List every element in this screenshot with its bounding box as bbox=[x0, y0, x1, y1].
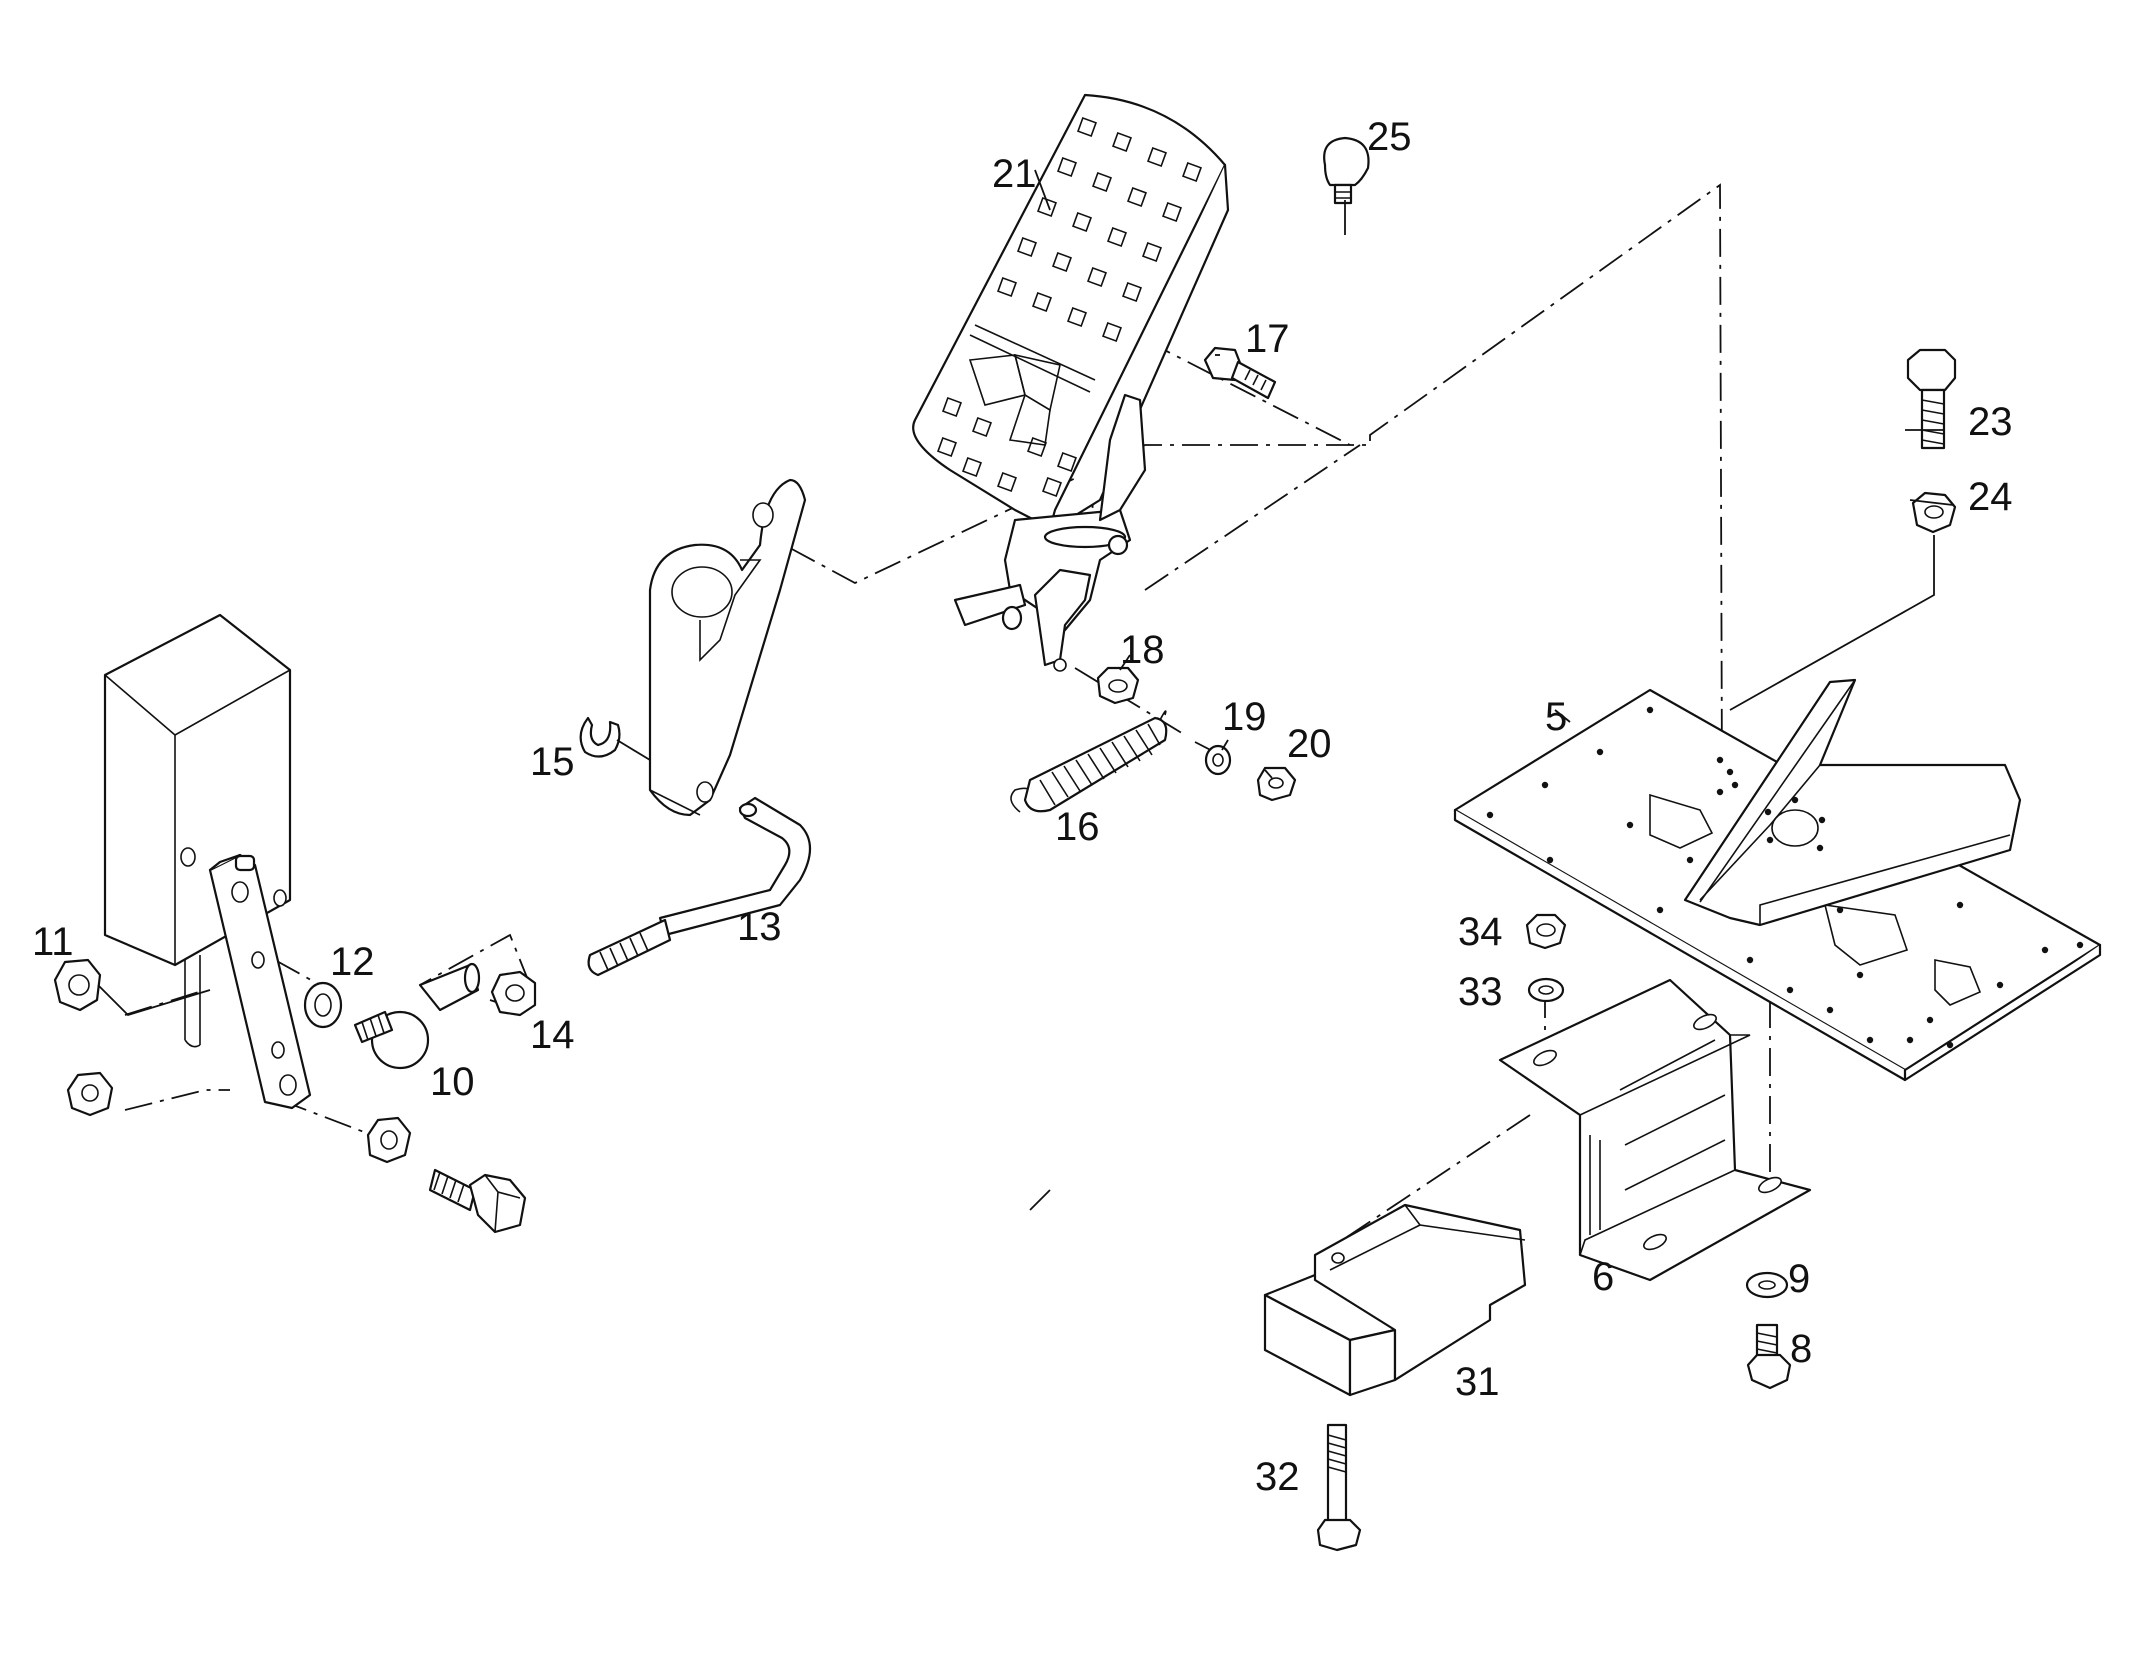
callout-13: 13 bbox=[737, 905, 782, 949]
callout-5: 5 bbox=[1545, 695, 1567, 739]
clip-part-15 bbox=[579, 716, 651, 761]
callout-12: 12 bbox=[330, 940, 375, 984]
washer-part-9 bbox=[1745, 1271, 1789, 1299]
pedal-tread-pattern bbox=[937, 117, 1202, 497]
nut-part-24 bbox=[1911, 491, 1957, 534]
bushing-part-12 bbox=[303, 981, 343, 1029]
callout-labels: 5 6 8 9 10 11 12 13 14 15 16 17 18 19 20… bbox=[32, 115, 2013, 1499]
bolt-part-32 bbox=[1316, 1423, 1362, 1552]
lever-arm bbox=[648, 478, 807, 817]
callout-19: 19 bbox=[1222, 695, 1267, 739]
bolt-part-23 bbox=[1906, 348, 1957, 450]
washer-part-33 bbox=[1527, 977, 1565, 1003]
pedal-part-21 bbox=[912, 93, 1230, 672]
bolt-lower-center bbox=[428, 1168, 527, 1234]
callout-33: 33 bbox=[1458, 970, 1503, 1014]
washer-part-19 bbox=[1204, 744, 1232, 776]
spring-part-16 bbox=[1010, 710, 1168, 813]
callout-8: 8 bbox=[1790, 1327, 1812, 1371]
nut-part-20 bbox=[1256, 766, 1297, 802]
linkage-plate bbox=[208, 853, 312, 1110]
callout-23: 23 bbox=[1968, 400, 2013, 444]
bolt-part-17 bbox=[1203, 346, 1277, 400]
nut-part-34 bbox=[1525, 913, 1567, 950]
callout-leaders bbox=[1029, 169, 1954, 1211]
nut-part-18 bbox=[1096, 666, 1140, 705]
callout-15: 15 bbox=[530, 740, 575, 784]
callout-10: 10 bbox=[430, 1060, 475, 1104]
callout-18: 18 bbox=[1120, 628, 1165, 672]
nut-part-14 bbox=[490, 970, 537, 1017]
bumper-part-25 bbox=[1323, 136, 1370, 205]
bracket-part-6 bbox=[1498, 978, 1812, 1282]
leader-23-24 bbox=[1729, 535, 1935, 711]
callout-11: 11 bbox=[32, 920, 74, 964]
rod-part-13 bbox=[587, 796, 811, 977]
callout-31: 31 bbox=[1455, 1360, 1500, 1404]
pedal-support-part-5 bbox=[1683, 678, 2022, 927]
callout-14: 14 bbox=[530, 1013, 575, 1057]
callout-9: 9 bbox=[1788, 1257, 1810, 1301]
nut-lower-center bbox=[366, 1116, 412, 1164]
ball-joint-part-10 bbox=[353, 962, 481, 1070]
nut-part-11 bbox=[53, 958, 211, 1017]
screw-part-8 bbox=[1746, 1323, 1792, 1390]
sensor-part-31 bbox=[1263, 1203, 1527, 1397]
callout-16: 16 bbox=[1055, 805, 1100, 849]
nut-lower-left bbox=[66, 1071, 114, 1117]
callout-25: 25 bbox=[1367, 115, 1412, 159]
callout-34: 34 bbox=[1458, 910, 1503, 954]
callout-6: 6 bbox=[1592, 1255, 1614, 1299]
callout-21: 21 bbox=[992, 152, 1037, 196]
callout-17: 17 bbox=[1245, 317, 1290, 361]
callout-32: 32 bbox=[1255, 1455, 1300, 1499]
callout-20: 20 bbox=[1287, 722, 1332, 766]
callout-24: 24 bbox=[1968, 475, 2013, 519]
